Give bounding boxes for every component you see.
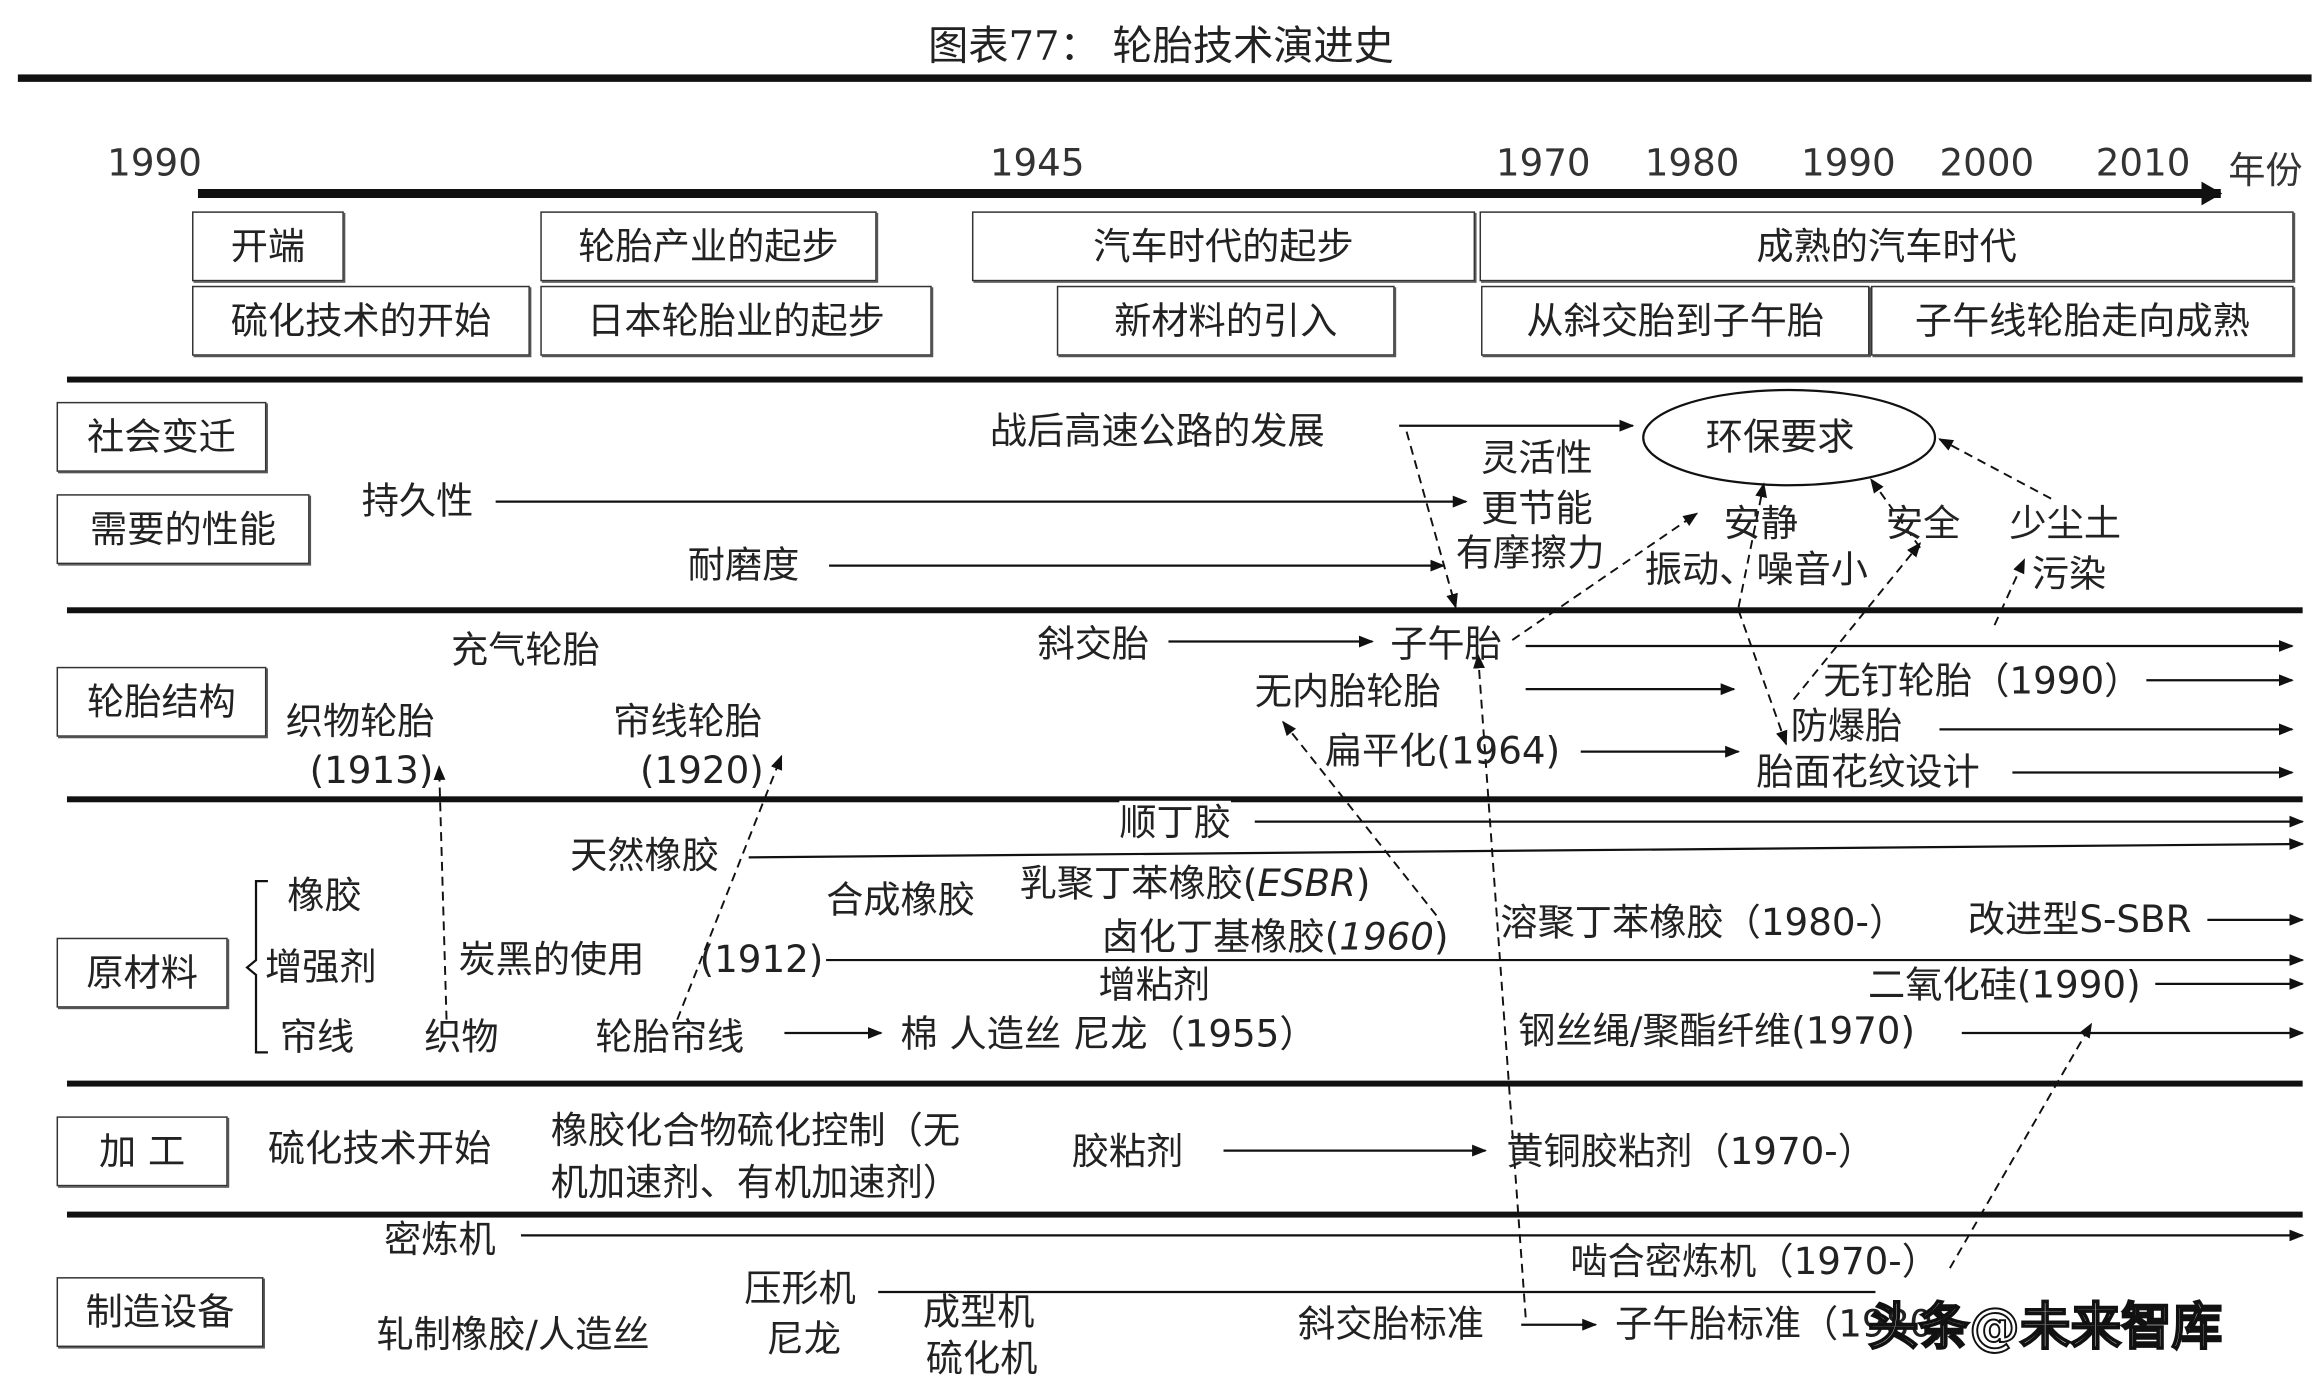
- label-noise: 振动、噪音小: [1644, 547, 1869, 591]
- label-control-1: 橡胶化合物硫化控制（无: [550, 1108, 961, 1153]
- esbr-text: 乳聚丁苯橡胶(: [1019, 861, 1258, 905]
- label-carbon-year: (1912): [699, 937, 824, 981]
- label-wear: 耐磨度: [687, 543, 800, 587]
- category-materials: 原材料: [56, 937, 228, 1008]
- label-mixer: 密炼机: [384, 1217, 496, 1261]
- category-performance: 需要的性能: [56, 494, 310, 565]
- esbr-abbr: ESBR: [1257, 861, 1356, 905]
- watermark: 头条@未来智库: [1867, 1297, 2223, 1358]
- label-cord: 帘线: [279, 1015, 355, 1059]
- label-vulc: 硫化技术开始: [267, 1126, 492, 1170]
- label-reinforcer: 增强剂: [264, 945, 377, 989]
- era-box: 新材料的引入: [1056, 285, 1395, 356]
- label-nr: 天然橡胶: [570, 833, 719, 877]
- label-brass: 黄铜胶粘剂（1970-）: [1506, 1129, 1875, 1173]
- section-divider: [66, 1211, 2303, 1218]
- label-friction: 有摩擦力: [1455, 531, 1605, 575]
- category-structure: 轮胎结构: [56, 666, 267, 737]
- year-label: 1945: [989, 141, 1085, 185]
- label-eco: 环保要求: [1705, 415, 1855, 459]
- year-label: 1990: [107, 141, 202, 185]
- label-tire-cord: 轮胎帘线: [595, 1015, 745, 1059]
- label-dust: 少尘土: [2009, 501, 2122, 545]
- label-flat: 扁平化(1964): [1324, 729, 1561, 773]
- era-box: 汽车时代的起步: [971, 211, 1476, 282]
- label-ssbr2: 改进型S-SBR: [1967, 897, 2192, 941]
- title-rule: [17, 74, 2312, 82]
- section-divider: [66, 607, 2303, 614]
- year-label: 1990: [1801, 141, 1896, 185]
- section-divider: [66, 1080, 2303, 1087]
- label-studless: 无钉轮胎（1990）: [1823, 659, 2142, 703]
- label-fabric-year: (1913): [309, 748, 434, 792]
- label-rubber: 橡胶: [287, 873, 362, 917]
- label-tackifier: 增粘剂: [1098, 963, 1211, 1007]
- label-bias-std: 斜交胎标准: [1297, 1302, 1485, 1346]
- era-box: 轮胎产业的起步: [540, 211, 877, 282]
- year-label: 2000: [1939, 141, 2035, 185]
- label-fibers: 棉 人造丝 尼龙（1955）: [900, 1012, 1317, 1056]
- label-esbr: 乳聚丁苯橡胶(ESBR): [1020, 862, 1371, 907]
- label-carbon: 炭黑的使用: [458, 937, 645, 981]
- category-equipment: 制造设备: [56, 1277, 264, 1348]
- label-durability: 持久性: [361, 479, 474, 523]
- label-adhesive: 胶粘剂: [1071, 1129, 1184, 1173]
- year-label: 2010: [2095, 141, 2191, 185]
- label-control-2: 机加速剂、有机加速剂）: [550, 1160, 961, 1205]
- label-runflat: 防爆胎: [1790, 704, 1903, 748]
- era-box: 成熟的汽车时代: [1479, 211, 2294, 282]
- label-br: 顺丁胶: [1119, 800, 1231, 846]
- label-fabric: 织物: [424, 1015, 499, 1059]
- label-curing: 硫化机: [925, 1336, 1038, 1380]
- label-energy: 更节能: [1481, 486, 1593, 530]
- era-box: 从斜交胎到子午胎: [1481, 285, 1870, 356]
- label-cord-year: (1920): [640, 748, 764, 792]
- diagram-title: 图表77： 轮胎技术演进史: [928, 23, 1394, 70]
- era-box: 开端: [192, 211, 344, 282]
- label-tubeless: 无内胎轮胎: [1254, 669, 1441, 713]
- butyl-close: ): [1433, 915, 1449, 959]
- label-safety: 安全: [1885, 501, 1961, 545]
- label-cord-tire: 帘线轮胎: [613, 699, 763, 743]
- era-box: 日本轮胎业的起步: [540, 285, 932, 356]
- era-box: 硫化技术的开始: [192, 285, 530, 356]
- label-synthetic: 合成橡胶: [826, 878, 975, 922]
- section-divider: [66, 376, 2303, 383]
- butyl-text: 卤化丁基橡胶(: [1101, 915, 1340, 959]
- label-nylon: 尼龙: [766, 1317, 842, 1361]
- label-fabric-tire: 织物轮胎: [285, 699, 435, 743]
- label-builder: 成型机: [922, 1290, 1035, 1334]
- year-label: 1970: [1495, 141, 1591, 185]
- butyl-year: 1960: [1339, 915, 1434, 959]
- label-silica: 二氧化硅(1990): [1868, 963, 2141, 1007]
- label-intermesh: 啮合密炼机（1970-）: [1570, 1239, 1939, 1284]
- label-calender: 轧制橡胶/人造丝: [376, 1312, 650, 1356]
- label-pneumatic: 充气轮胎: [451, 628, 600, 672]
- year-label: 1980: [1644, 141, 1740, 185]
- label-tread: 胎面花纹设计: [1756, 750, 1980, 794]
- label-radial: 子午胎: [1390, 622, 1502, 666]
- esbr-close: ): [1355, 861, 1371, 905]
- section-divider: [66, 796, 2303, 803]
- label-pollution: 污染: [2031, 552, 2107, 596]
- label-highway: 战后高速公路的发展: [989, 409, 1325, 453]
- label-ssbr: 溶聚丁苯橡胶（1980-）: [1500, 900, 1907, 944]
- materials-brace: [245, 880, 268, 1054]
- label-flex: 灵活性: [1481, 436, 1593, 480]
- label-bias: 斜交胎: [1037, 622, 1150, 666]
- label-butyl: 卤化丁基橡胶(1960): [1101, 915, 1448, 960]
- label-radial-std: 子午胎标准（1980）: [1614, 1302, 1971, 1346]
- era-box: 子午线轮胎走向成熟: [1870, 285, 2294, 356]
- label-steel: 钢丝绳/聚酯纤维(1970): [1518, 1009, 1915, 1053]
- label-extruder: 压形机: [744, 1266, 856, 1310]
- category-processing: 加 工: [56, 1116, 228, 1187]
- label-quiet: 安静: [1723, 501, 1799, 545]
- eco-ellipse: [1642, 388, 1937, 487]
- axis-unit: 年份: [2228, 148, 2303, 193]
- category-social: 社会变迁: [56, 401, 267, 472]
